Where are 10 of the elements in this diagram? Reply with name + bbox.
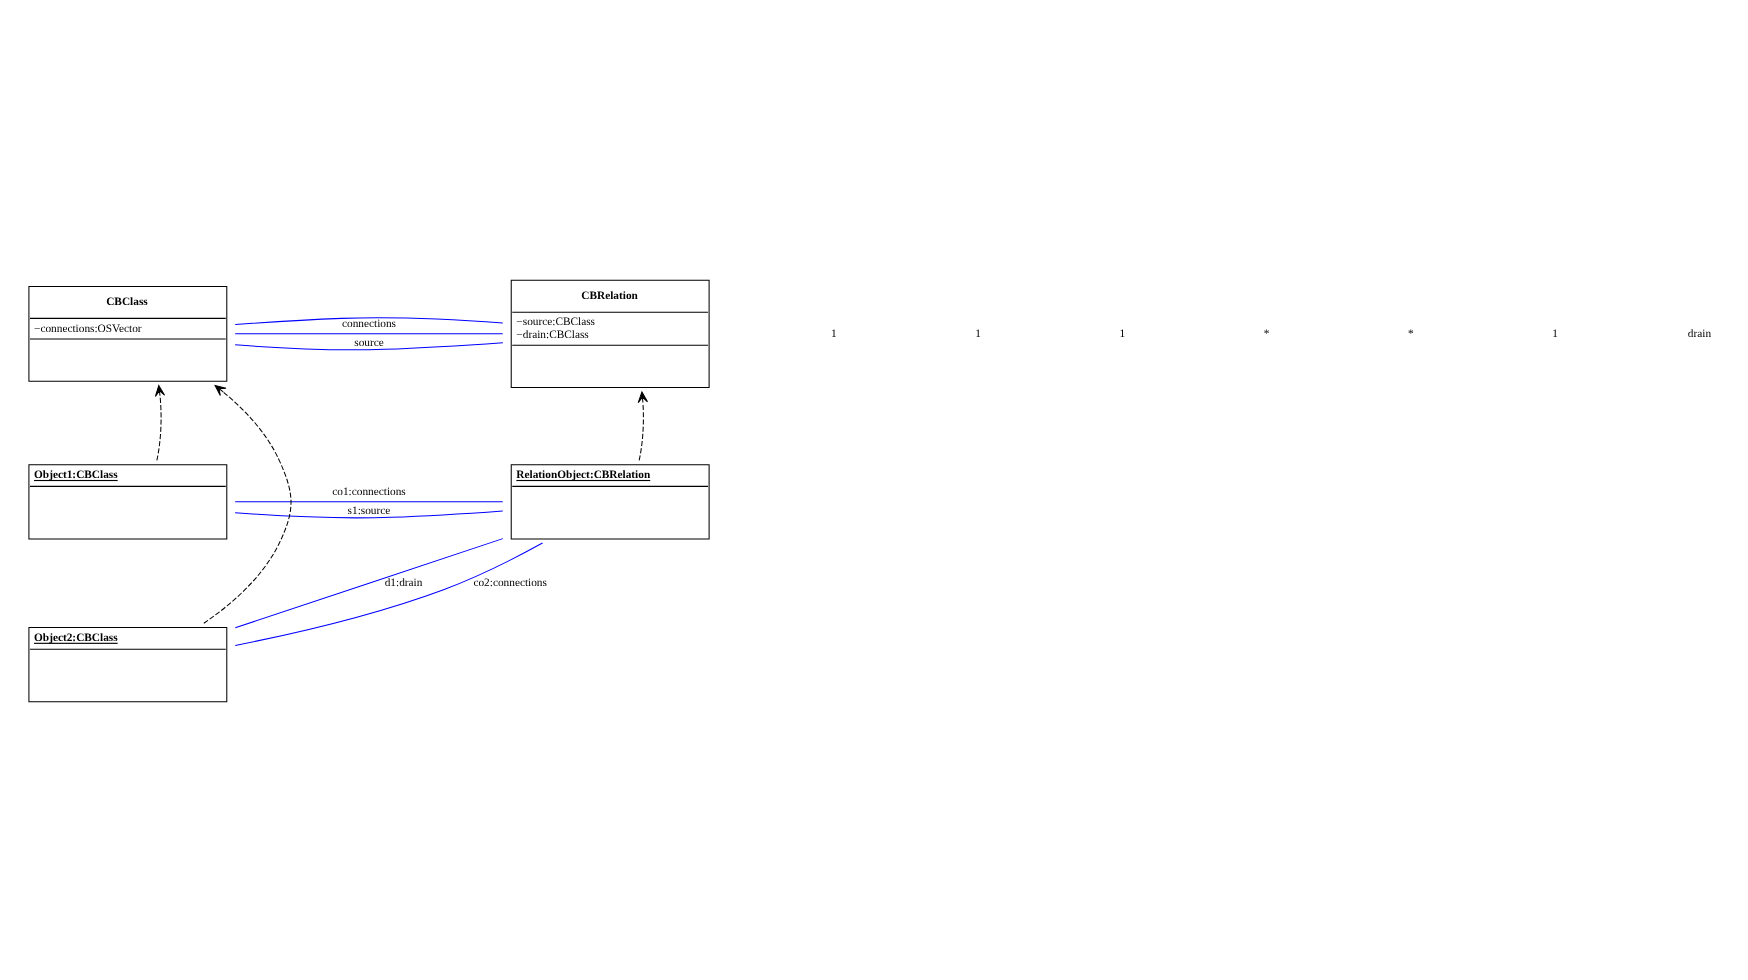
connector — [234, 541, 544, 645]
connector — [234, 341, 504, 350]
connector — [234, 500, 504, 502]
connector — [234, 316, 504, 325]
connector — [234, 509, 504, 518]
connector — [234, 537, 504, 628]
arrow — [637, 390, 648, 460]
arrow — [154, 384, 166, 460]
arrow — [203, 384, 292, 623]
connector — [234, 332, 504, 334]
